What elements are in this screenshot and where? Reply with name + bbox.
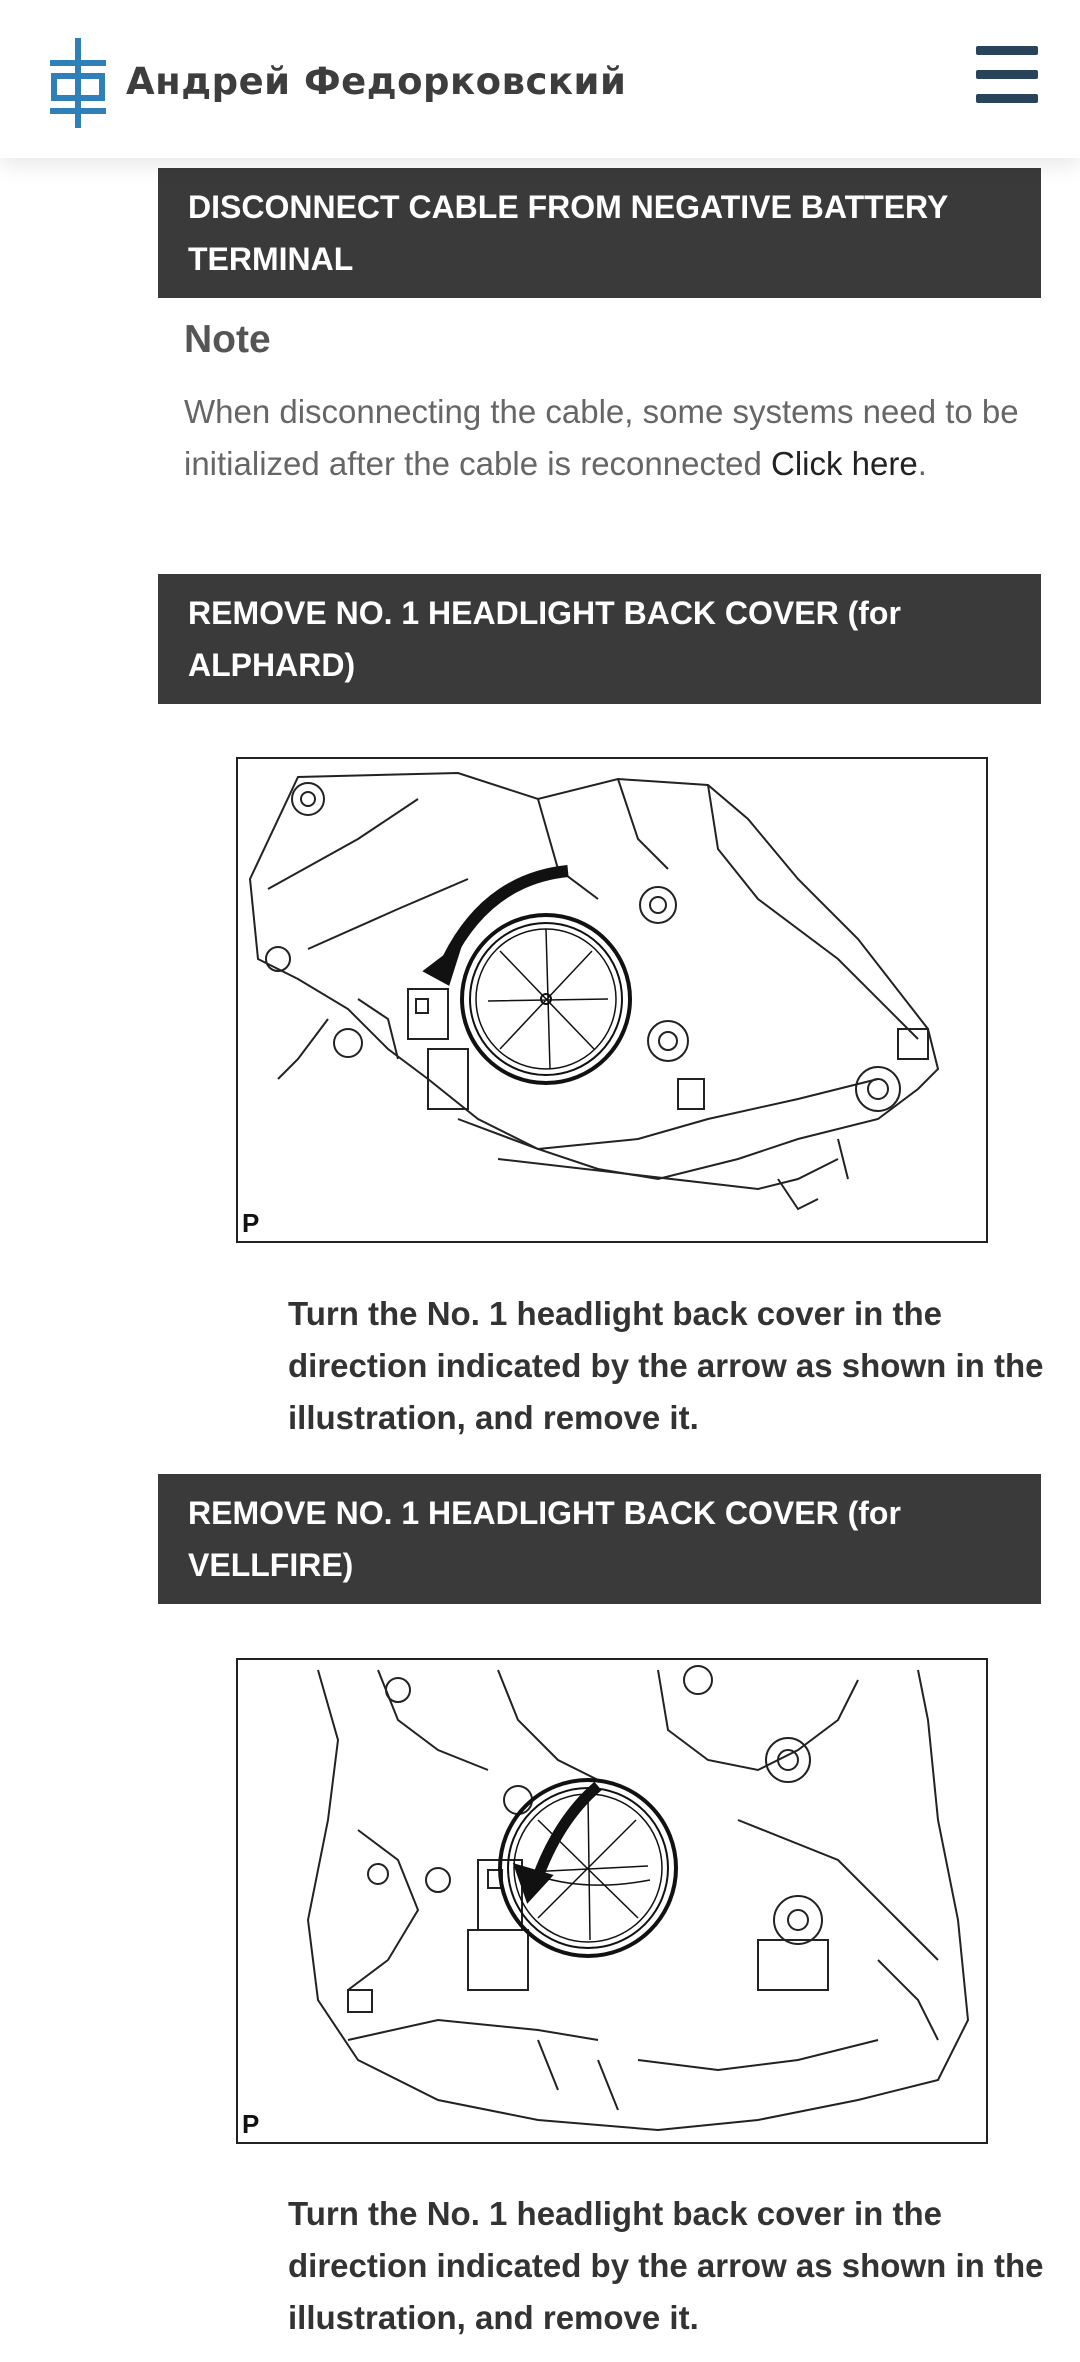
note-title: Note [184, 318, 271, 361]
figure-mark: P [242, 1208, 260, 1238]
figure-mark: P [242, 2109, 260, 2139]
note-text: When disconnecting the cable, some syste… [184, 393, 1019, 482]
hamburger-menu-icon[interactable] [976, 46, 1042, 104]
site-header: Андрей Федорковский [0, 0, 1080, 158]
section-title: REMOVE NO. 1 HEADLIGHT BACK COVER (for A… [188, 595, 901, 683]
figure-caption: Turn the No. 1 headlight back cover in t… [288, 2195, 1044, 2336]
headlight-diagram-vellfire [306, 1665, 970, 2132]
section-heading-battery: DISCONNECT CABLE FROM NEGATIVE BATTERY T… [158, 168, 1041, 298]
section-heading-vellfire: REMOVE NO. 1 HEADLIGHT BACK COVER (for V… [158, 1474, 1041, 1604]
section-title: REMOVE NO. 1 HEADLIGHT BACK COVER (for V… [188, 1495, 901, 1583]
section-title: DISCONNECT CABLE FROM NEGATIVE BATTERY T… [188, 189, 948, 277]
illustration-vellfire: P [236, 1658, 988, 2144]
headlight-diagram-alphard [248, 771, 940, 1211]
section-heading-alphard: REMOVE NO. 1 HEADLIGHT BACK COVER (for A… [158, 574, 1041, 704]
illustration-alphard: P [236, 757, 988, 1243]
site-brand[interactable]: Андрей Федорковский [126, 60, 627, 103]
figure-caption: Turn the No. 1 headlight back cover in t… [288, 1295, 1044, 1436]
note-link[interactable]: Click here [771, 445, 918, 482]
logo-icon[interactable] [50, 38, 106, 128]
note-body: When disconnecting the cable, some syste… [184, 393, 1019, 482]
